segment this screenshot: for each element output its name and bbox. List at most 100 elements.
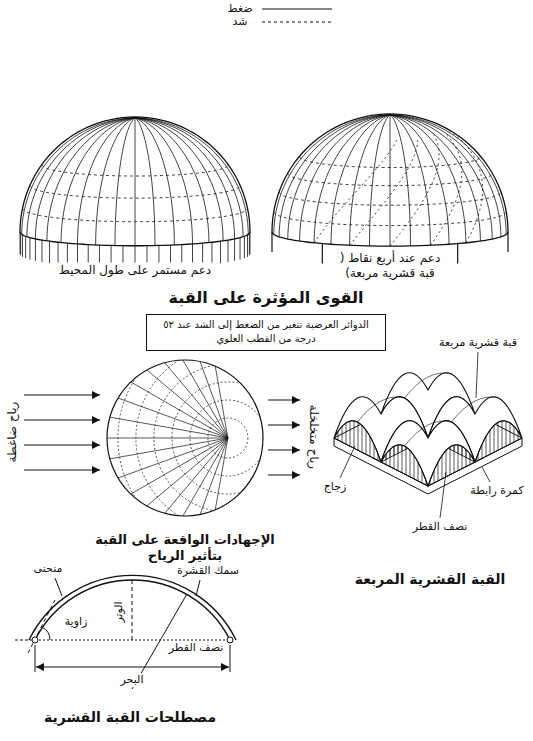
shell-outer-arc bbox=[29, 575, 236, 640]
point-support bbox=[507, 232, 508, 252]
part-label: قبة قشرية مربعة bbox=[437, 336, 519, 350]
diagonal-stress bbox=[350, 137, 418, 245]
diagonal-stress bbox=[430, 133, 461, 245]
continuous-support bbox=[240, 238, 241, 260]
shell-inner-arc bbox=[35, 580, 230, 640]
point-support bbox=[457, 244, 458, 264]
part-label: منحنى bbox=[32, 562, 65, 576]
suction-wind-arrow bbox=[268, 450, 300, 451]
meridian-compression bbox=[390, 115, 492, 239]
extension-line bbox=[35, 645, 36, 672]
meridian-compression bbox=[115, 118, 135, 246]
pressure-wind-arrow bbox=[24, 445, 100, 446]
part-label: رياح متخلخلة bbox=[306, 403, 321, 471]
parallel-tension bbox=[42, 165, 228, 176]
leader-line bbox=[482, 467, 490, 482]
stress-ray bbox=[93, 360, 228, 438]
meridian-compression bbox=[96, 118, 135, 245]
angle-arc bbox=[42, 627, 50, 640]
parallel-tension bbox=[274, 212, 506, 226]
meridian-compression bbox=[135, 118, 174, 245]
continuous-support bbox=[250, 232, 251, 254]
stress-ring bbox=[154, 364, 302, 512]
stress-ray bbox=[108, 438, 228, 538]
continuous-support bbox=[49, 241, 50, 263]
parallel-tension bbox=[279, 192, 501, 205]
meridian-compression bbox=[135, 118, 209, 243]
meridian-compression bbox=[61, 118, 135, 243]
diagonal-stress bbox=[314, 138, 398, 243]
meridian-compression bbox=[390, 115, 506, 235]
parallel-tension bbox=[30, 186, 240, 199]
meridian-compression bbox=[135, 118, 136, 246]
leader-line bbox=[476, 352, 478, 398]
stress-ray bbox=[74, 438, 228, 465]
meridian-compression bbox=[390, 115, 410, 246]
meridian-compression bbox=[390, 115, 501, 237]
compression-line-sample bbox=[262, 9, 332, 10]
meridian-compression bbox=[135, 118, 223, 241]
glass-face bbox=[381, 445, 428, 486]
shell-terms-drawing bbox=[15, 575, 236, 689]
tangent-line bbox=[28, 600, 55, 653]
continuous-support bbox=[25, 236, 26, 258]
square-shell-dome bbox=[381, 421, 475, 486]
leader-line bbox=[196, 580, 200, 596]
diagonal-stress bbox=[390, 135, 439, 246]
stress-ring bbox=[172, 382, 284, 494]
rise-line bbox=[132, 580, 133, 640]
meridian-compression bbox=[135, 118, 243, 237]
span-dimension bbox=[36, 667, 229, 668]
legend-samples bbox=[262, 9, 332, 22]
note-text: الدوائر العرضية تتغير من الضغط إلى الشد … bbox=[147, 315, 385, 348]
point-support bbox=[322, 244, 323, 264]
four-point-dome bbox=[272, 114, 508, 264]
diagonal-stress bbox=[449, 131, 483, 243]
shell-curve bbox=[452, 397, 499, 422]
continuous-support bbox=[244, 236, 245, 258]
part-label: دعم مستمر على طول المحيط bbox=[57, 263, 213, 278]
stress-ring bbox=[118, 328, 338, 548]
meridian-compression bbox=[390, 115, 480, 241]
extension-line bbox=[230, 645, 231, 672]
note-box: الدوائر العرضية تتغير من الضغط إلى الشد … bbox=[146, 314, 386, 351]
continuous-support bbox=[29, 238, 30, 260]
continuous-support bbox=[247, 235, 248, 257]
section-heading: مصطلحات القبة القشرية bbox=[42, 709, 218, 727]
continuous-support bbox=[228, 240, 229, 262]
legend-text: شد bbox=[231, 15, 250, 29]
meridian-compression bbox=[370, 115, 390, 246]
continuous-support bbox=[22, 235, 23, 257]
meridian-compression bbox=[288, 115, 390, 239]
parallel-tension bbox=[288, 173, 492, 185]
meridian-compression bbox=[47, 118, 135, 241]
suction-wind-arrow bbox=[268, 425, 300, 426]
support-pin bbox=[32, 637, 38, 643]
point-support bbox=[271, 232, 272, 252]
leader-line bbox=[55, 578, 62, 596]
dome-plan-circle bbox=[107, 360, 263, 516]
support-pin bbox=[227, 637, 233, 643]
part-label: الوتر bbox=[112, 599, 126, 624]
stress-ray bbox=[81, 438, 228, 491]
pressure-wind-arrow bbox=[24, 470, 100, 471]
continuous-support bbox=[58, 242, 59, 264]
continuous-support bbox=[220, 241, 221, 263]
stress-ray bbox=[72, 438, 228, 439]
glass-face bbox=[334, 421, 381, 462]
parallel-tension bbox=[300, 157, 481, 168]
shell-curve bbox=[358, 397, 405, 422]
continuous-support bbox=[35, 239, 36, 261]
part-label: كمرة رابطة bbox=[468, 484, 525, 498]
stress-ring bbox=[190, 400, 266, 476]
section-heading: القوى المؤثرة على القبة bbox=[167, 288, 366, 308]
part-label: نصف القطر bbox=[411, 520, 470, 534]
shell-curve bbox=[405, 373, 452, 398]
suction-wind-arrow bbox=[268, 475, 300, 476]
meridian-compression bbox=[390, 115, 391, 246]
meridian-compression bbox=[135, 118, 155, 246]
continuous-support bbox=[234, 239, 235, 261]
part-label: رياح ضاغطة bbox=[5, 400, 20, 465]
pressure-wind-arrow bbox=[24, 420, 100, 421]
